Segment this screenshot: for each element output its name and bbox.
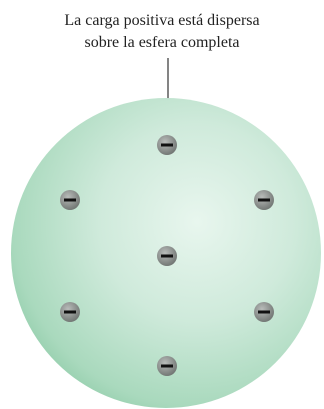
caption: La carga positiva está dispersa sobre la… <box>0 10 324 54</box>
electron <box>157 356 177 376</box>
electron <box>60 190 80 210</box>
negative-charge-icon <box>258 198 270 202</box>
negative-charge-icon <box>64 198 76 202</box>
electron <box>254 190 274 210</box>
electron <box>60 302 80 322</box>
negative-charge-icon <box>161 364 173 368</box>
electron <box>254 302 274 322</box>
negative-charge-icon <box>258 310 270 314</box>
negative-charge-icon <box>161 254 173 258</box>
caption-line-2: sobre la esfera completa <box>84 34 240 51</box>
negative-charge-icon <box>64 310 76 314</box>
caption-line-1: La carga positiva está dispersa <box>64 12 260 29</box>
electron <box>157 135 177 155</box>
electron <box>157 246 177 266</box>
negative-charge-icon <box>161 143 173 147</box>
